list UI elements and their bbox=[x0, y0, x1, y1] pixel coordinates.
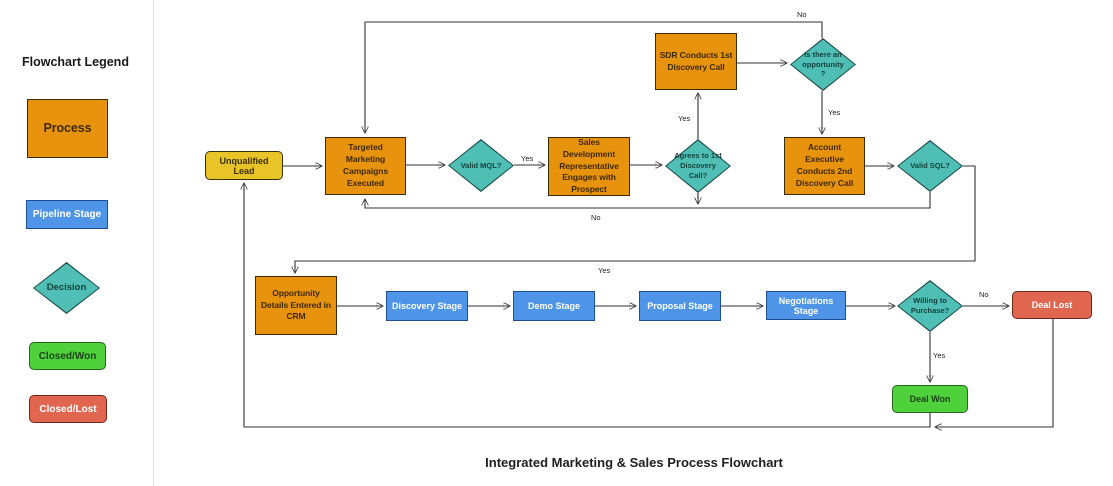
edge-label-yes-sql: Yes bbox=[597, 266, 612, 275]
legend-pipeline-stage-label: Pipeline Stage bbox=[32, 209, 102, 220]
edge-deallost-to-return-line[interactable] bbox=[936, 319, 1054, 427]
node-negotiations-stage-label: Negotiations Stage bbox=[778, 295, 834, 316]
decision-valid-sql[interactable]: Valid SQL? bbox=[897, 140, 963, 192]
decision-is-there-opportunity[interactable]: Is there an opportunity ? bbox=[790, 38, 856, 91]
edge-label-yes-opportunity: Yes bbox=[827, 108, 842, 117]
node-targeted-marketing[interactable]: Targeted Marketing Campaigns Executed bbox=[325, 137, 406, 195]
legend-decision-label: Decision bbox=[46, 281, 87, 293]
edge-label-yes-agrees: Yes bbox=[677, 114, 692, 123]
diagram-title: Integrated Marketing & Sales Process Flo… bbox=[485, 455, 783, 470]
node-targeted-marketing-label: Targeted Marketing Campaigns Executed bbox=[343, 142, 388, 188]
node-deal-won[interactable]: Deal Won bbox=[892, 385, 968, 413]
node-sdr-first-discovery-call-label: SDR Conducts 1st Discovery Call bbox=[659, 49, 733, 72]
legend-closed-lost-label: Closed/Lost bbox=[39, 403, 97, 415]
edge-label-no-top: No bbox=[796, 10, 808, 19]
legend-closed-won-label: Closed/Won bbox=[38, 350, 97, 362]
edge-label-yes-mql: Yes bbox=[520, 154, 535, 163]
legend-closed-lost-shape[interactable]: Closed/Lost bbox=[29, 395, 107, 423]
legend-process-label: Process bbox=[43, 120, 92, 135]
node-opportunity-details-crm[interactable]: Opportunity Details Entered in CRM bbox=[255, 276, 337, 335]
edge-label-yes-willing: Yes bbox=[932, 351, 947, 360]
edge-dealwon-return-to-unqualified[interactable] bbox=[244, 184, 931, 428]
legend-closed-won-shape[interactable]: Closed/Won bbox=[29, 342, 106, 370]
node-demo-stage-label: Demo Stage bbox=[527, 301, 580, 311]
node-opportunity-details-crm-label: Opportunity Details Entered in CRM bbox=[261, 287, 331, 322]
node-discovery-stage-label: Discovery Stage bbox=[391, 301, 463, 311]
node-deal-lost[interactable]: Deal Lost bbox=[1012, 291, 1092, 319]
node-proposal-stage[interactable]: Proposal Stage bbox=[639, 291, 721, 321]
node-sales-dev-engages[interactable]: Sales Development Representative Engages… bbox=[548, 137, 630, 196]
node-account-exec-second-call-label: Account Executive Conducts 2nd Discovery… bbox=[795, 142, 854, 188]
decision-valid-mql[interactable]: Valid MQL? bbox=[448, 139, 514, 192]
legend-divider bbox=[153, 0, 154, 486]
node-sales-dev-engages-label: Sales Development Representative Engages… bbox=[559, 136, 619, 195]
legend-decision-shape[interactable]: Decision bbox=[33, 262, 100, 314]
edge-label-no-willing: No bbox=[978, 290, 990, 299]
decision-is-there-opportunity-label: Is there an opportunity ? bbox=[802, 49, 844, 79]
edge-validsql-no-to-targeted-bottom[interactable] bbox=[365, 192, 931, 209]
edge-opportunity-no-to-targeted-top[interactable] bbox=[365, 21, 823, 132]
node-unqualified-lead-label: Unqualified Lead bbox=[219, 155, 269, 176]
decision-valid-sql-label: Valid SQL? bbox=[910, 161, 950, 171]
node-account-exec-second-call[interactable]: Account Executive Conducts 2nd Discovery… bbox=[784, 137, 865, 195]
node-discovery-stage[interactable]: Discovery Stage bbox=[386, 291, 468, 321]
node-demo-stage[interactable]: Demo Stage bbox=[513, 291, 595, 321]
legend-pipeline-stage-shape[interactable]: Pipeline Stage bbox=[26, 200, 108, 229]
node-negotiations-stage[interactable]: Negotiations Stage bbox=[766, 291, 846, 320]
decision-agrees-first-call-label: Agrees to 1st Discovery Call? bbox=[674, 151, 722, 180]
node-sdr-first-discovery-call[interactable]: SDR Conducts 1st Discovery Call bbox=[655, 33, 737, 90]
node-deal-won-label: Deal Won bbox=[909, 394, 951, 404]
decision-willing-to-purchase-label: Willing to Purchase? bbox=[910, 296, 950, 315]
legend-title: Flowchart Legend bbox=[22, 55, 129, 69]
decision-agrees-first-call[interactable]: Agrees to 1st Discovery Call? bbox=[665, 139, 731, 193]
legend-process-shape[interactable]: Process bbox=[27, 99, 108, 158]
node-proposal-stage-label: Proposal Stage bbox=[647, 301, 713, 311]
node-deal-lost-label: Deal Lost bbox=[1031, 300, 1073, 310]
edge-label-no-sql-return: No bbox=[590, 213, 602, 222]
decision-valid-mql-label: Valid MQL? bbox=[460, 160, 502, 170]
edge-validsql-yes-to-oppdetails[interactable] bbox=[295, 165, 976, 272]
node-unqualified-lead[interactable]: Unqualified Lead bbox=[205, 151, 283, 180]
decision-willing-to-purchase[interactable]: Willing to Purchase? bbox=[897, 280, 963, 332]
